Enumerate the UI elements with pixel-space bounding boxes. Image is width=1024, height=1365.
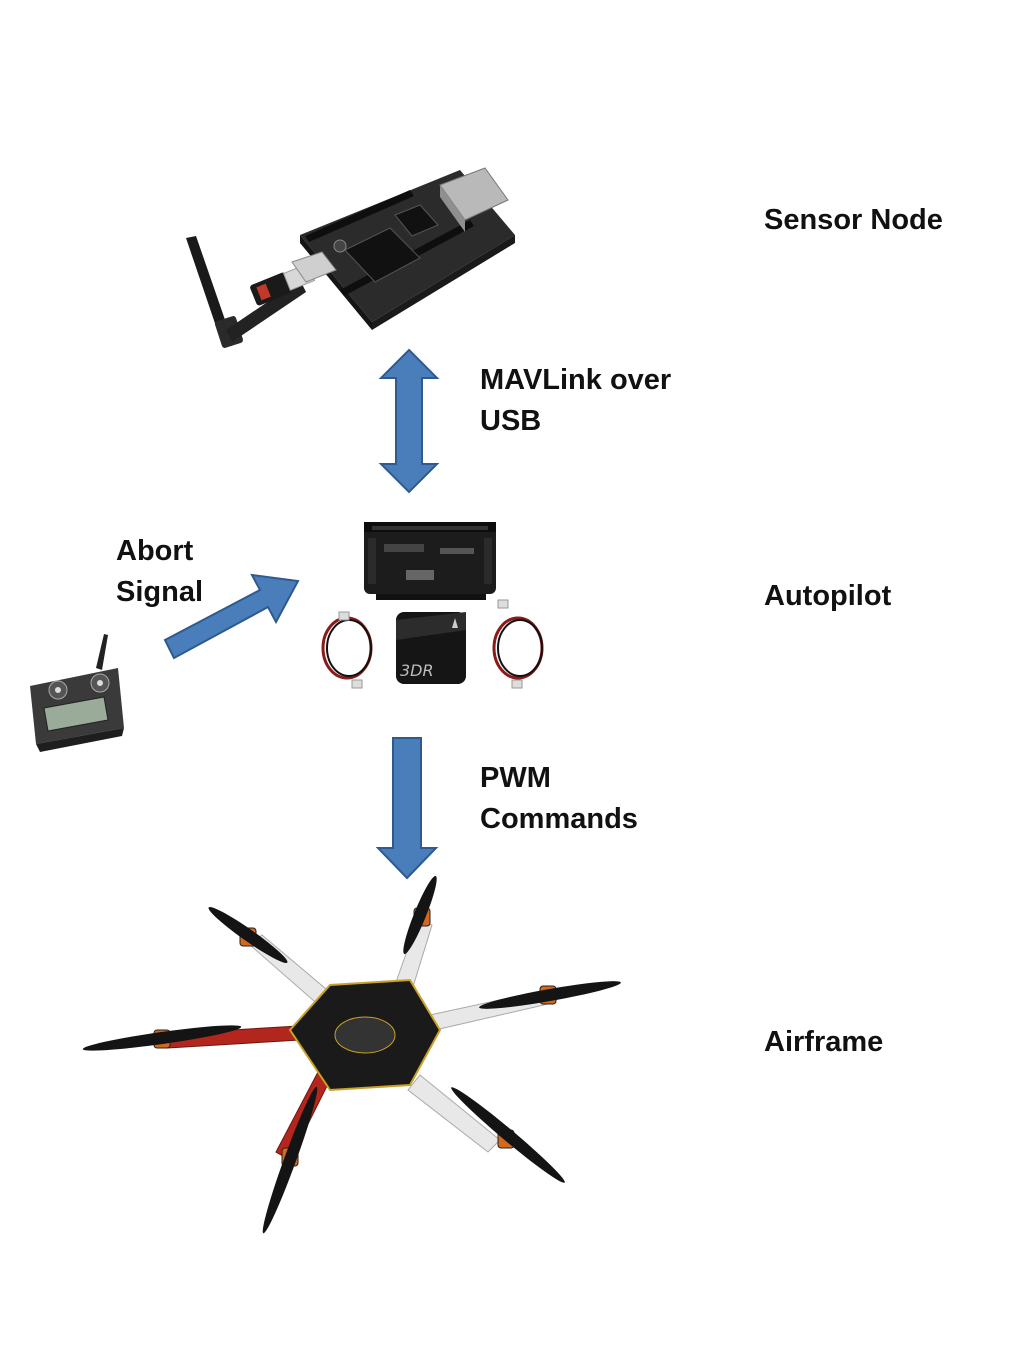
cable-left-icon: [321, 611, 373, 689]
pwm-down-arrow-icon: [375, 737, 439, 880]
label-pwm-commands: PWM Commands: [480, 762, 638, 835]
hexacopter-image: [82, 875, 621, 1234]
wifi-antenna-icon: [186, 236, 306, 348]
mavlink-double-arrow-icon: [378, 348, 440, 494]
abort-signal-arrow-icon: [163, 573, 300, 660]
rc-transmitter-image: [30, 634, 124, 752]
cable-right-icon: [492, 599, 544, 689]
label-abort-signal: Abort Signal: [116, 535, 204, 608]
sensor-node-image: [186, 167, 515, 348]
label-sensor-node: Sensor Node: [764, 204, 943, 236]
svg-text:3DR: 3DR: [400, 661, 434, 680]
gps-module-icon: 3DR: [396, 612, 466, 684]
label-autopilot: Autopilot: [764, 580, 892, 612]
label-airframe: Airframe: [764, 1026, 884, 1058]
autopilot-image: 3DR: [321, 522, 544, 689]
label-mavlink-usb: MAVLink over USB: [480, 364, 672, 437]
